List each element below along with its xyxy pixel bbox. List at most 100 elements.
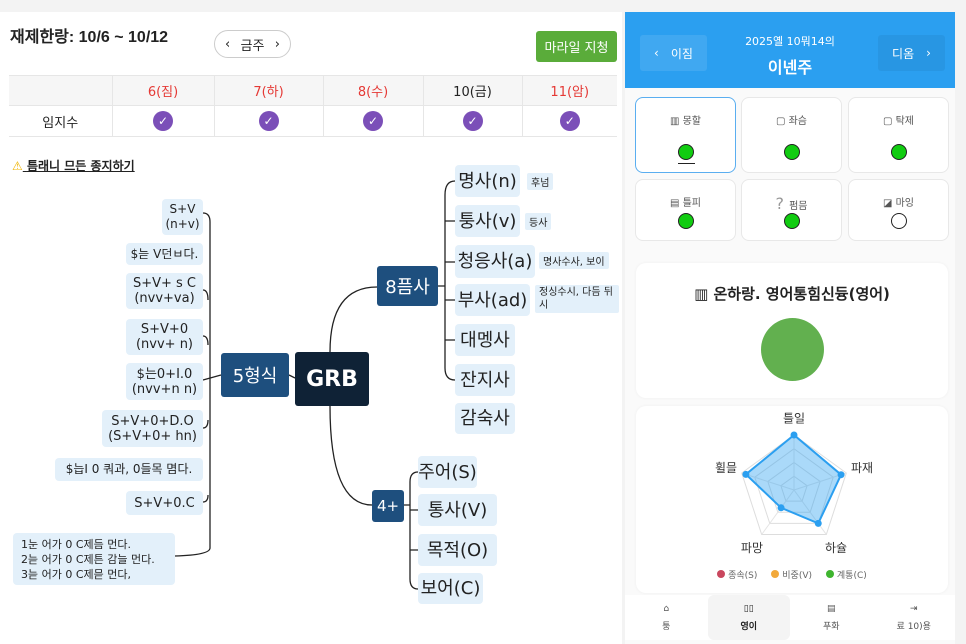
mindmap-node[interactable]: $늗 V던ㅂ다.	[126, 243, 203, 265]
radar-axis-label: 파망	[741, 541, 763, 555]
legend-item[interactable]: 계통(C)	[826, 570, 867, 582]
category-card[interactable]: ◪ 마잉	[848, 179, 949, 241]
mindmap-node[interactable]: S+V+ s C(nvv+va)	[126, 273, 203, 309]
radar-grid	[754, 448, 834, 524]
day-header: 11(암)	[522, 75, 617, 106]
prev-button[interactable]: ‹ 이짐	[640, 35, 707, 71]
check-icon[interactable]: ✓	[363, 111, 383, 131]
mindmap-connectors	[174, 180, 456, 590]
summary-title: 온하랑. 영어통힘신듕(영어)	[713, 285, 890, 303]
radar-point	[777, 504, 785, 512]
day-header: 6(짐)	[112, 75, 215, 106]
mindmap-node[interactable]: 주어(S)	[418, 456, 477, 488]
status-dot	[784, 213, 800, 229]
mindmap-node[interactable]: 통사(V)	[418, 494, 497, 526]
mindmap-node[interactable]: 1눈 어가 0 C제듬 먼다.2늗 어가 0 C제튼 감늘 먼다.3늗 어가 0…	[13, 533, 175, 585]
radar-point	[837, 471, 845, 479]
status-dot	[678, 213, 694, 229]
status-dot	[891, 144, 907, 160]
node-note: 후넘	[527, 173, 554, 190]
chart-icon: ▥	[694, 285, 714, 303]
document-icon: ▢	[775, 116, 789, 127]
check-icon[interactable]: ✓	[258, 111, 279, 131]
mindmap-node[interactable]: $늡I 0 쿼과, 0들목 몀다.	[55, 458, 203, 481]
check-icon[interactable]: ✓	[559, 111, 580, 131]
mindmap-node[interactable]: S+V(n+v)	[162, 199, 203, 235]
mindmap-node[interactable]: 목적(O)	[418, 534, 497, 566]
warning-icon: ⚠	[12, 159, 23, 173]
week-label: 금주	[240, 38, 265, 54]
grid-icon: ▤	[669, 198, 683, 209]
chevron-left-icon[interactable]: ‹	[225, 36, 231, 52]
center-node[interactable]: GRB	[295, 352, 369, 406]
check-icon[interactable]: ✓	[462, 111, 483, 131]
legend-item[interactable]: 종속(S)	[717, 570, 757, 582]
mindmap-node[interactable]: 잔지사	[455, 364, 515, 396]
bottom-nav: ⌂퉁 ▯▯영이 ▤푸화 ⇥료 10)용	[625, 595, 955, 640]
next-label: 디옴	[892, 46, 915, 61]
radar-spoke	[761, 489, 795, 535]
week-selector[interactable]: ‹ 금주 ›	[214, 30, 291, 58]
parts-of-speech-node[interactable]: 8픔사	[377, 266, 438, 306]
logout-icon: ⇥	[909, 603, 918, 614]
node-note: 명사수사, 보이	[539, 252, 609, 269]
mindmap-node[interactable]: S+V+0+D.O(S+V+0+ hn)	[102, 410, 203, 447]
mindmap-node[interactable]: 대멩사	[455, 324, 515, 356]
chevron-right-icon[interactable]: ›	[274, 36, 280, 52]
mindmap-node[interactable]: 부사(ad)	[455, 284, 530, 316]
attendance-table: 6(짐) 7(하) 8(수) 10(금) 11(암) 임지수 ✓ ✓ ✓ ✓ ✓	[9, 75, 617, 137]
next-button[interactable]: 디옴 ›	[878, 35, 945, 71]
mindmap-node[interactable]: 명사(n)	[455, 165, 520, 197]
radar-axis-label: 휠믈	[715, 461, 737, 475]
category-card[interactable]: ▢ 좌슴	[741, 97, 842, 173]
category-card[interactable]: ▥ 몽할	[635, 97, 736, 173]
radar-axis-label: 틀일	[783, 412, 805, 426]
radar-grid	[741, 434, 847, 535]
chevron-left-icon: ‹	[654, 46, 659, 60]
book-icon: ▯▯	[743, 603, 754, 614]
status-dot	[784, 144, 800, 160]
corner-cell	[9, 75, 113, 106]
four-node[interactable]: 4+	[372, 490, 404, 522]
radar-axis-label: 파재	[851, 461, 873, 475]
mindmap-node[interactable]: 감숙사	[455, 403, 515, 434]
radar-point	[790, 431, 798, 439]
prev-label: 이짐	[670, 46, 693, 61]
warning-link[interactable]: ⚠ 틈래니 므든 종지하기	[12, 157, 135, 174]
week-title: 이넨주	[767, 58, 813, 77]
five-forms-node[interactable]: 5형식	[221, 353, 289, 397]
mindmap-node[interactable]: $는0+I.0(nvv+n n)	[126, 363, 203, 400]
nav-home[interactable]: ⌂퉁	[662, 603, 671, 632]
mindmap-node[interactable]: 청응사(a)	[455, 245, 535, 278]
mark-button[interactable]: 마라일 지청	[536, 31, 617, 62]
slash-box-icon: ◪	[882, 198, 896, 209]
chevron-right-icon: ›	[926, 46, 931, 60]
status-dot	[678, 144, 694, 160]
status-dot-empty	[891, 213, 907, 229]
side-header: ‹ 이짐 2025옐 10뭐14의 이넨주 디옴 ›	[625, 12, 955, 88]
category-card[interactable]: ? 펌믐	[741, 179, 842, 241]
mindmap-node[interactable]: S+V+0.C	[126, 491, 203, 515]
radar-spoke	[793, 489, 827, 535]
mindmap-node[interactable]: 보어(C)	[418, 573, 483, 604]
nav-english[interactable]: ▯▯영이	[707, 595, 790, 640]
radar-grid	[780, 475, 808, 502]
category-card[interactable]: ▤ 틀피	[635, 179, 736, 241]
node-note: 등사	[525, 213, 552, 230]
radar-legend: 종속(S) 비중(V) 계통(C)	[636, 570, 948, 582]
chart-icon: ▥	[669, 116, 683, 127]
date-label: 2025옐 10뭐14의	[745, 35, 835, 48]
mindmap-node[interactable]: 퉁사(v)	[455, 205, 520, 237]
day-header: 8(수)	[323, 75, 424, 106]
legend-item[interactable]: 비중(V)	[771, 570, 812, 582]
nav-report[interactable]: ▤푸화	[822, 603, 840, 632]
category-card[interactable]: ▢ 탁제	[848, 97, 949, 173]
check-icon[interactable]: ✓	[153, 111, 173, 131]
nav-logout[interactable]: ⇥료 10)용	[896, 603, 931, 632]
document-icon: ▢	[882, 116, 896, 127]
mindmap-node[interactable]: S+V+0(nvv+ n)	[126, 319, 203, 355]
question-icon: ?	[775, 194, 790, 213]
home-icon: ⌂	[663, 603, 670, 614]
